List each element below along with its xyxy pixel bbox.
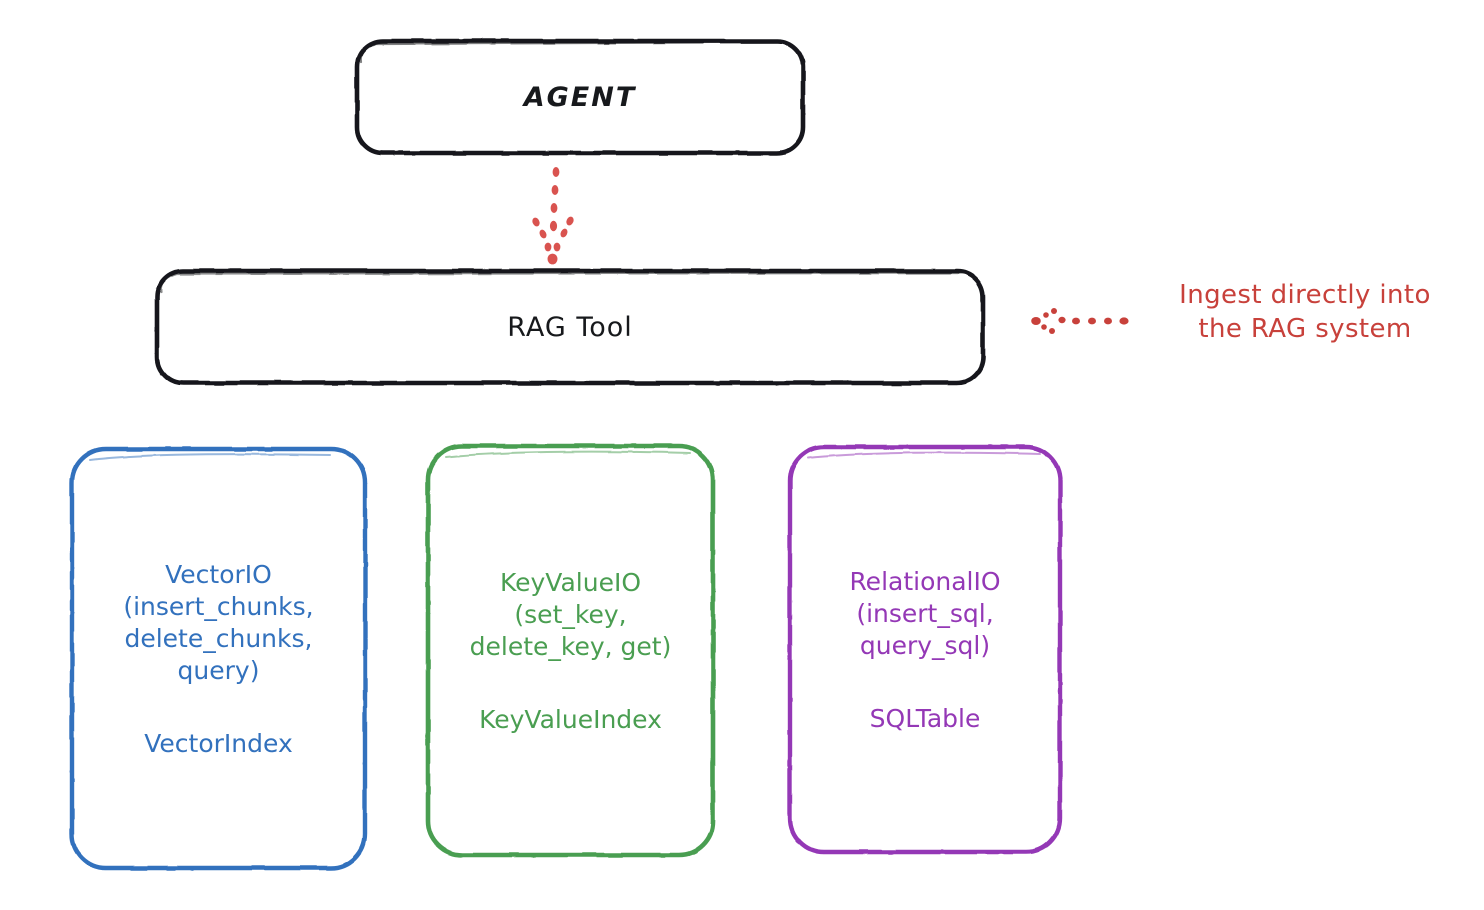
vector-io-box[interactable]: VectorIO (insert_chunks, delete_chunks, … xyxy=(72,449,365,868)
key-value-io-box[interactable]: KeyValueIO (set_key, delete_key, get) Ke… xyxy=(428,446,713,855)
relational-io-box[interactable]: RelationalIO (insert_sql, query_sql) SQL… xyxy=(790,447,1060,852)
key-value-index-label: KeyValueIndex xyxy=(479,705,662,734)
key-value-io-api-label: KeyValueIO (set_key, delete_key, get) xyxy=(469,568,672,661)
agent-box[interactable]: AGENT xyxy=(357,41,803,153)
relational-io-api-label: RelationalIO (insert_sql, query_sql) xyxy=(849,567,1001,660)
ingest-pointer-arrow xyxy=(1031,308,1129,334)
vector-index-label: VectorIndex xyxy=(144,729,293,758)
rag-tool-box[interactable]: RAG Tool xyxy=(157,271,983,383)
sql-table-label: SQLTable xyxy=(869,704,981,733)
rag-tool-label: RAG Tool xyxy=(507,311,633,343)
agent-label: AGENT xyxy=(523,81,637,113)
ingest-annotation-text: Ingest directly into the RAG system xyxy=(1179,280,1431,345)
vector-io-api-label: VectorIO (insert_chunks, delete_chunks, … xyxy=(123,560,314,685)
agent-to-rag-arrow xyxy=(532,167,574,265)
